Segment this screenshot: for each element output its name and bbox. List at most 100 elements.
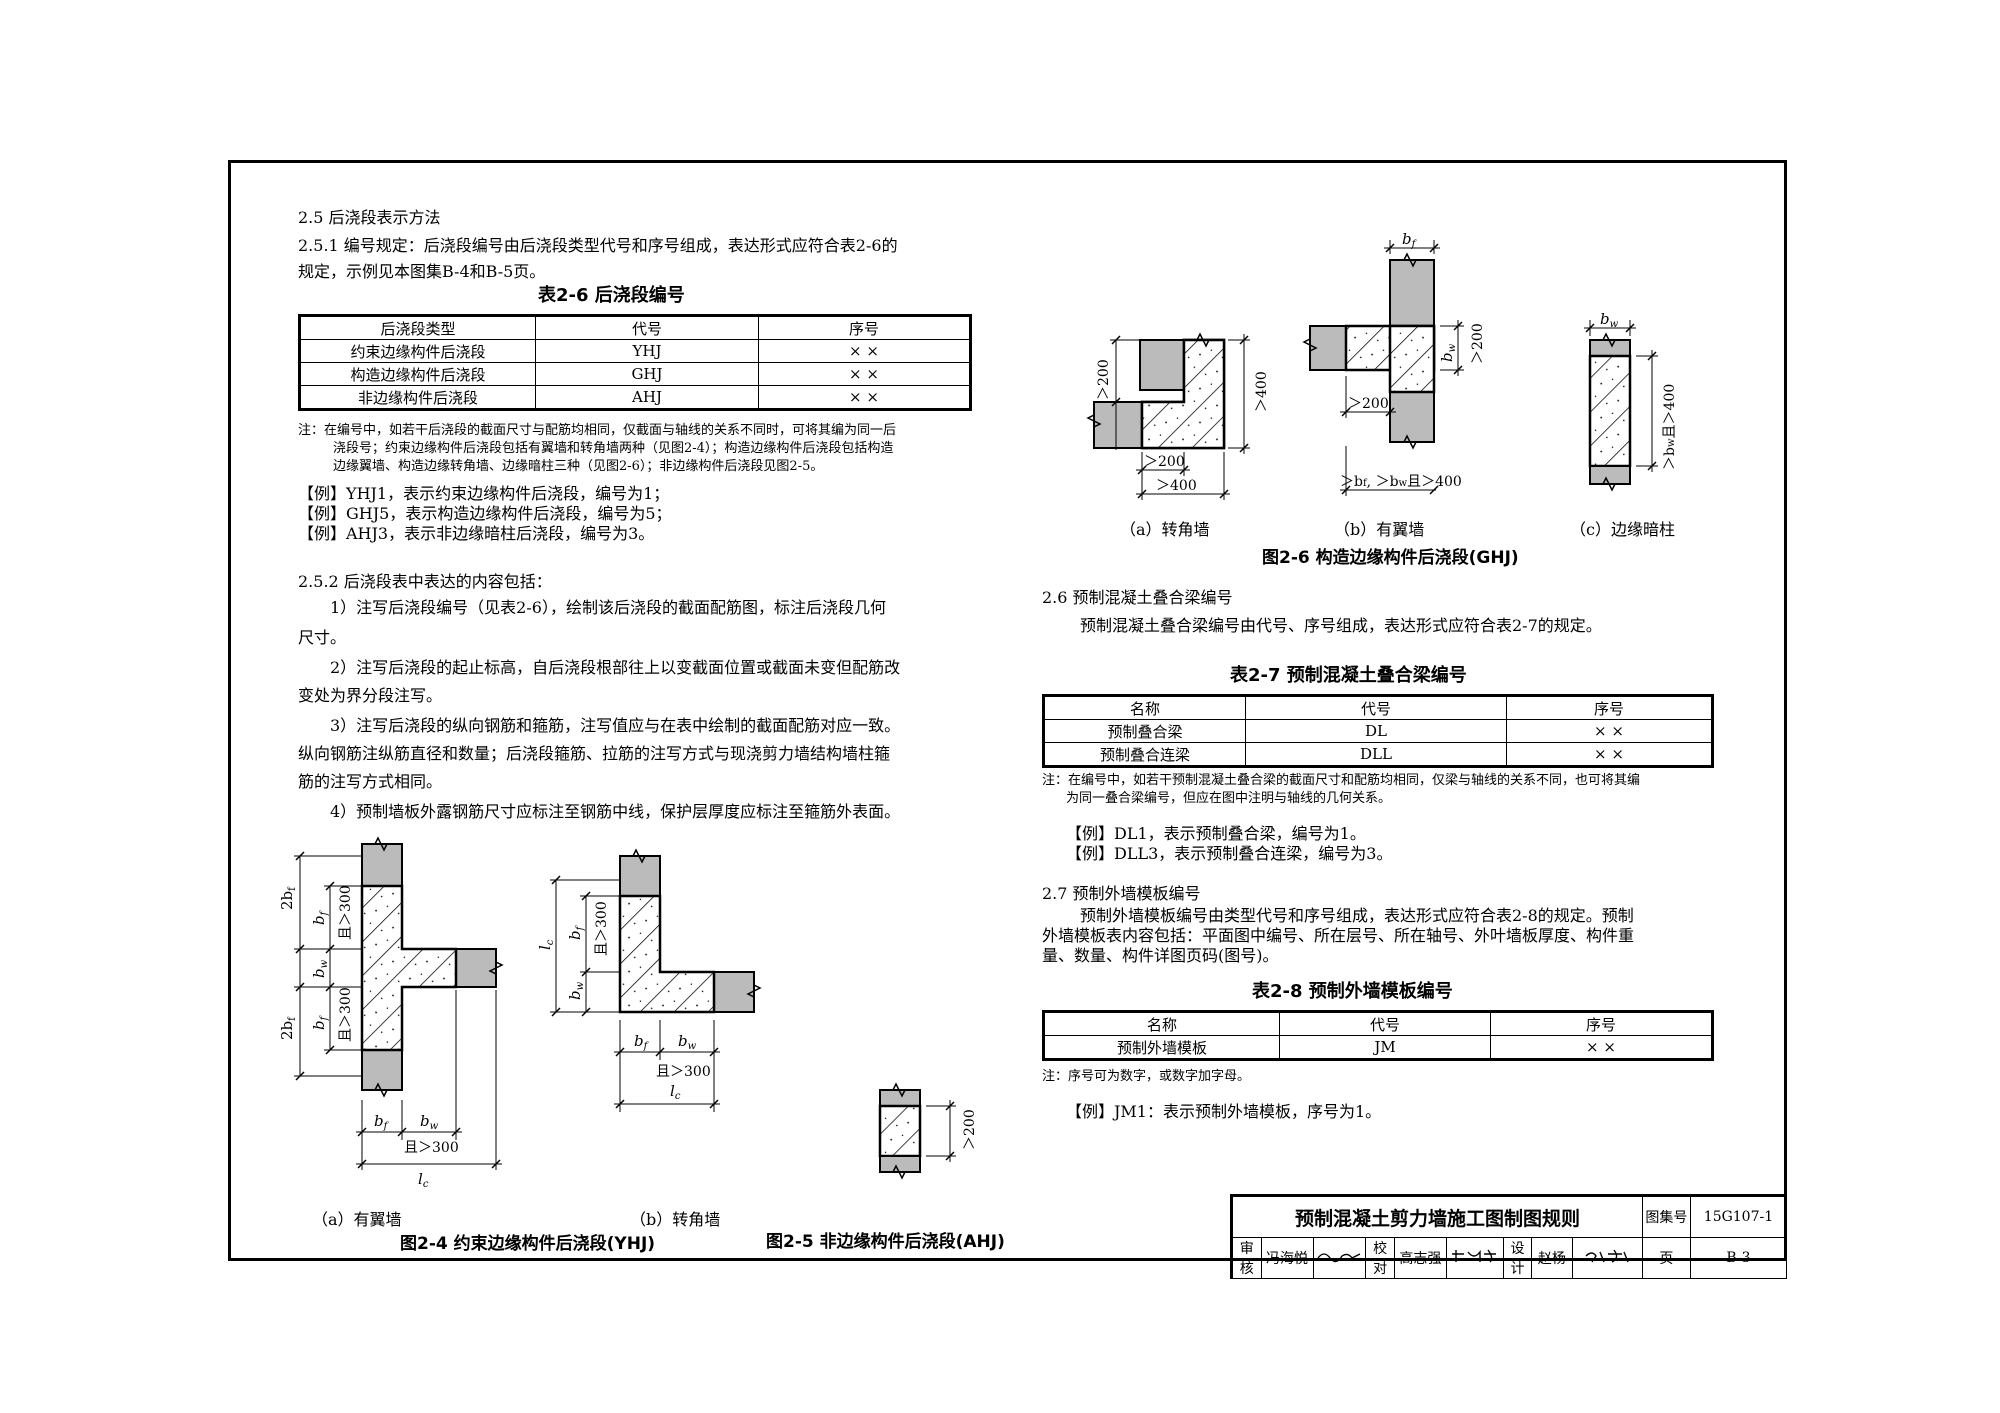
table-cell: 非边缘构件后浇段: [299, 385, 536, 410]
dim-200-label: ＞200: [1348, 396, 1389, 412]
table-row: 约束边缘构件后浇段 YHJ × ×: [299, 339, 971, 363]
table-2-8-note: 注：序号可为数字，或数字加字母。: [1042, 1069, 1251, 1084]
check-label: 校对: [1365, 1237, 1395, 1279]
table-2-6-note-line2: 浇段号；约束边缘构件后浇段包括有翼墙和转角墙两种（见图2-4）；构造边缘构件后浇…: [333, 441, 894, 456]
table-cell: × ×: [1506, 719, 1713, 743]
table-header-cell: 序号: [1490, 1011, 1713, 1036]
item4-line: 4）预制墙板外露钢筋尺寸应标注至钢筋中线，保护层厚度应标注至箍筋外表面。: [330, 802, 901, 821]
table-row: 预制外墙模板 JM × ×: [1043, 1035, 1713, 1060]
table-2-6-title: 表2-6 后浇段编号: [538, 285, 685, 306]
dim-200-label: ＞200: [1144, 454, 1185, 470]
reviewer-signature: [1312, 1237, 1367, 1279]
table-header-cell: 名称: [1043, 695, 1246, 720]
dim-bw-label: bw: [310, 959, 330, 978]
table-2-7-note-line2: 为同一叠合梁编号，但应在图中注明与轴线的几何关系。: [1066, 791, 1392, 806]
dim-bf-bw-400-label: ＞bf, ＞bw且＞400: [1340, 474, 1462, 490]
table-2-6-note-line3: 边缘翼墙、构造边缘转角墙、边缘暗柱三种（见图2-6）；非边缘构件后浇段见图2-5…: [333, 459, 824, 474]
fig26a-caption: （a）转角墙: [1120, 520, 1210, 539]
table-header-row: 名称 代号 序号: [1043, 1011, 1713, 1036]
fig25b-caption: （b）转角墙: [630, 1210, 721, 1229]
section-2-5-2-heading: 2.5.2 后浇段表中表达的内容包括：: [298, 572, 552, 591]
table-cell: 预制叠合连梁: [1043, 742, 1246, 767]
fig24a-caption: （a）有翼墙: [312, 1210, 402, 1229]
table-cell: 构造边缘构件后浇段: [299, 362, 536, 386]
dim-and300-label: 且＞300: [338, 885, 354, 940]
table-2-7: 名称 代号 序号 预制叠合梁 DL × × 预制叠合连梁 DLL × ×: [1042, 694, 1714, 768]
table-header-row: 名称 代号 序号: [1043, 695, 1713, 720]
dim-bf-label: bf: [310, 909, 330, 925]
table-header-cell: 后浇段类型: [299, 315, 536, 340]
section-2-7-heading: 2.7 预制外墙模板编号: [1042, 884, 1201, 903]
table-2-8-title: 表2-8 预制外墙模板编号: [1252, 981, 1453, 1002]
table-cell: 约束边缘构件后浇段: [299, 339, 536, 363]
drawing-frame: [228, 160, 1787, 1261]
dim-bw-400-label: ＞bw且＞400: [1662, 384, 1678, 470]
table-2-7-note-line1: 注：在编号中，如若干预制混凝土叠合梁的截面尺寸和配筋均相同，仅梁与轴线的关系不同…: [1042, 773, 1641, 788]
dim-bf-label: bf: [310, 1014, 330, 1030]
page-number: B-3: [1689, 1237, 1788, 1279]
dim-bw-label: bw: [420, 1112, 439, 1132]
section-2-6-paragraph: 预制混凝土叠合梁编号由代号、序号组成，表达形式应符合表2-7的规定。: [1080, 616, 1602, 635]
table-row: 构造边缘构件后浇段 GHJ × ×: [299, 362, 971, 386]
table-cell: AHJ: [535, 385, 759, 410]
designer-name: 赵杨: [1531, 1237, 1573, 1279]
dim-200-label: ＞200: [962, 1109, 978, 1150]
figure-2-5-title: 图2-5 非边缘构件后浇段(AHJ): [766, 1232, 1005, 1252]
table-header-row: 后浇段类型 代号 序号: [299, 315, 971, 340]
table-header-cell: 代号: [1245, 695, 1507, 720]
dim-2bf-label: 2bf: [278, 1016, 298, 1040]
table-2-6-note-line1: 注：在编号中，如若干后浇段的截面尺寸与配筋均相同，仅截面与轴线的关系不同时，可将…: [298, 423, 897, 438]
reviewer-name: 冯海悦: [1260, 1237, 1314, 1279]
section-2-7-line2: 外墙模板表内容包括：平面图中编号、所在层号、所在轴号、外叶墙板厚度、构件重: [1042, 926, 1635, 945]
figure-2-6-flanged-wall: bf bw ＞200 ＞200 ＞bf, ＞bw且＞400: [1302, 230, 1486, 496]
figure-2-6-title: 图2-6 构造边缘构件后浇段(GHJ): [1262, 548, 1519, 568]
table-cell: DLL: [1245, 742, 1507, 767]
dim-and300-label: 且＞300: [594, 901, 610, 956]
figure-2-4-flanged-wall: 2bf 2bf bf bw bf 且＞300 且＞300 bf bw 且＞300…: [278, 836, 504, 1190]
fig26b-caption: （b）有翼墙: [1334, 520, 1425, 539]
dim-lc-label: lc: [536, 939, 556, 950]
section-2-7-line3: 量、数量、构件详图页码(图号)。: [1042, 946, 1279, 965]
drawing-title: 预制混凝土剪力墙施工图制图规则: [1230, 1194, 1643, 1238]
title-block: 预制混凝土剪力墙施工图制图规则 图集号 15G107-1 审核 冯海悦 校对 高…: [1230, 1194, 1788, 1279]
table-cell: DL: [1245, 719, 1507, 743]
table-cell: × ×: [758, 362, 971, 386]
table-cell: JM: [1279, 1035, 1491, 1060]
table-header-cell: 代号: [1279, 1011, 1491, 1036]
dim-2bf-label: 2bf: [278, 886, 298, 910]
item2-line1: 2）注写后浇段的起止标高，自后浇段根部往上以变截面位置或截面未变但配筋改: [330, 658, 901, 677]
table-cell: YHJ: [535, 339, 759, 363]
table-header-cell: 代号: [535, 315, 759, 340]
figure-2-6-corner-wall: ＞200 ＞400 ＞200 ＞400: [1086, 332, 1270, 500]
dim-bf-label: bf: [566, 924, 586, 940]
title-block-table: 预制混凝土剪力墙施工图制图规则 图集号 15G107-1 审核 冯海悦 校对 高…: [1230, 1194, 1788, 1279]
table-cell: × ×: [758, 385, 971, 410]
section-2-5-1-line2: 规定，示例见本图集B-4和B-5页。: [298, 262, 546, 281]
table-row: 预制叠合梁 DL × ×: [1043, 719, 1713, 743]
item2-line2: 变处为界分段注写。: [298, 686, 443, 705]
atlas-number: 15G107-1: [1689, 1194, 1788, 1238]
page-label: 页: [1641, 1237, 1691, 1279]
atlas-label: 图集号: [1641, 1194, 1691, 1238]
section-2-5-heading: 2.5 后浇段表示方法: [298, 208, 441, 227]
table-2-7-title: 表2-7 预制混凝土叠合梁编号: [1230, 665, 1467, 686]
section-2-7-line1: 预制外墙模板编号由类型代号和序号组成，表达形式应符合表2-8的规定。预制: [1080, 906, 1634, 925]
dim-bf-label: bf: [634, 1032, 650, 1052]
table-2-6: 后浇段类型 代号 序号 约束边缘构件后浇段 YHJ × × 构造边缘构件后浇段 …: [298, 314, 972, 411]
example-line: 【例】AHJ3，表示非边缘暗柱后浇段，编号为3。: [298, 524, 655, 543]
item3-line1: 3）注写后浇段的纵向钢筋和箍筋，注写值应与在表中绘制的截面配筋对应一致。: [330, 716, 901, 735]
table-2-8: 名称 代号 序号 预制外墙模板 JM × ×: [1042, 1010, 1714, 1061]
dim-400-label: ＞400: [1254, 371, 1270, 412]
dim-and300-label: 且＞300: [338, 987, 354, 1042]
example-line: 【例】JM1：表示预制外墙模板，序号为1。: [1066, 1102, 1382, 1121]
figure-2-5-corner-wall: lc bf bw 且＞300 bf bw 且＞300 lc: [536, 848, 762, 1112]
table-cell: × ×: [1506, 742, 1713, 767]
design-label: 设计: [1502, 1237, 1533, 1279]
dim-bw-label: bw: [678, 1032, 697, 1052]
dim-bf-label: bf: [374, 1112, 390, 1132]
figure-2-6-edge-column: bw ＞bw且＞400: [1584, 310, 1678, 492]
fig26c-caption: （c）边缘暗柱: [1570, 520, 1675, 539]
dim-200-label: ＞200: [1470, 323, 1486, 364]
dim-and300-label: 且＞300: [656, 1064, 711, 1080]
dim-lc-label: lc: [670, 1082, 681, 1102]
